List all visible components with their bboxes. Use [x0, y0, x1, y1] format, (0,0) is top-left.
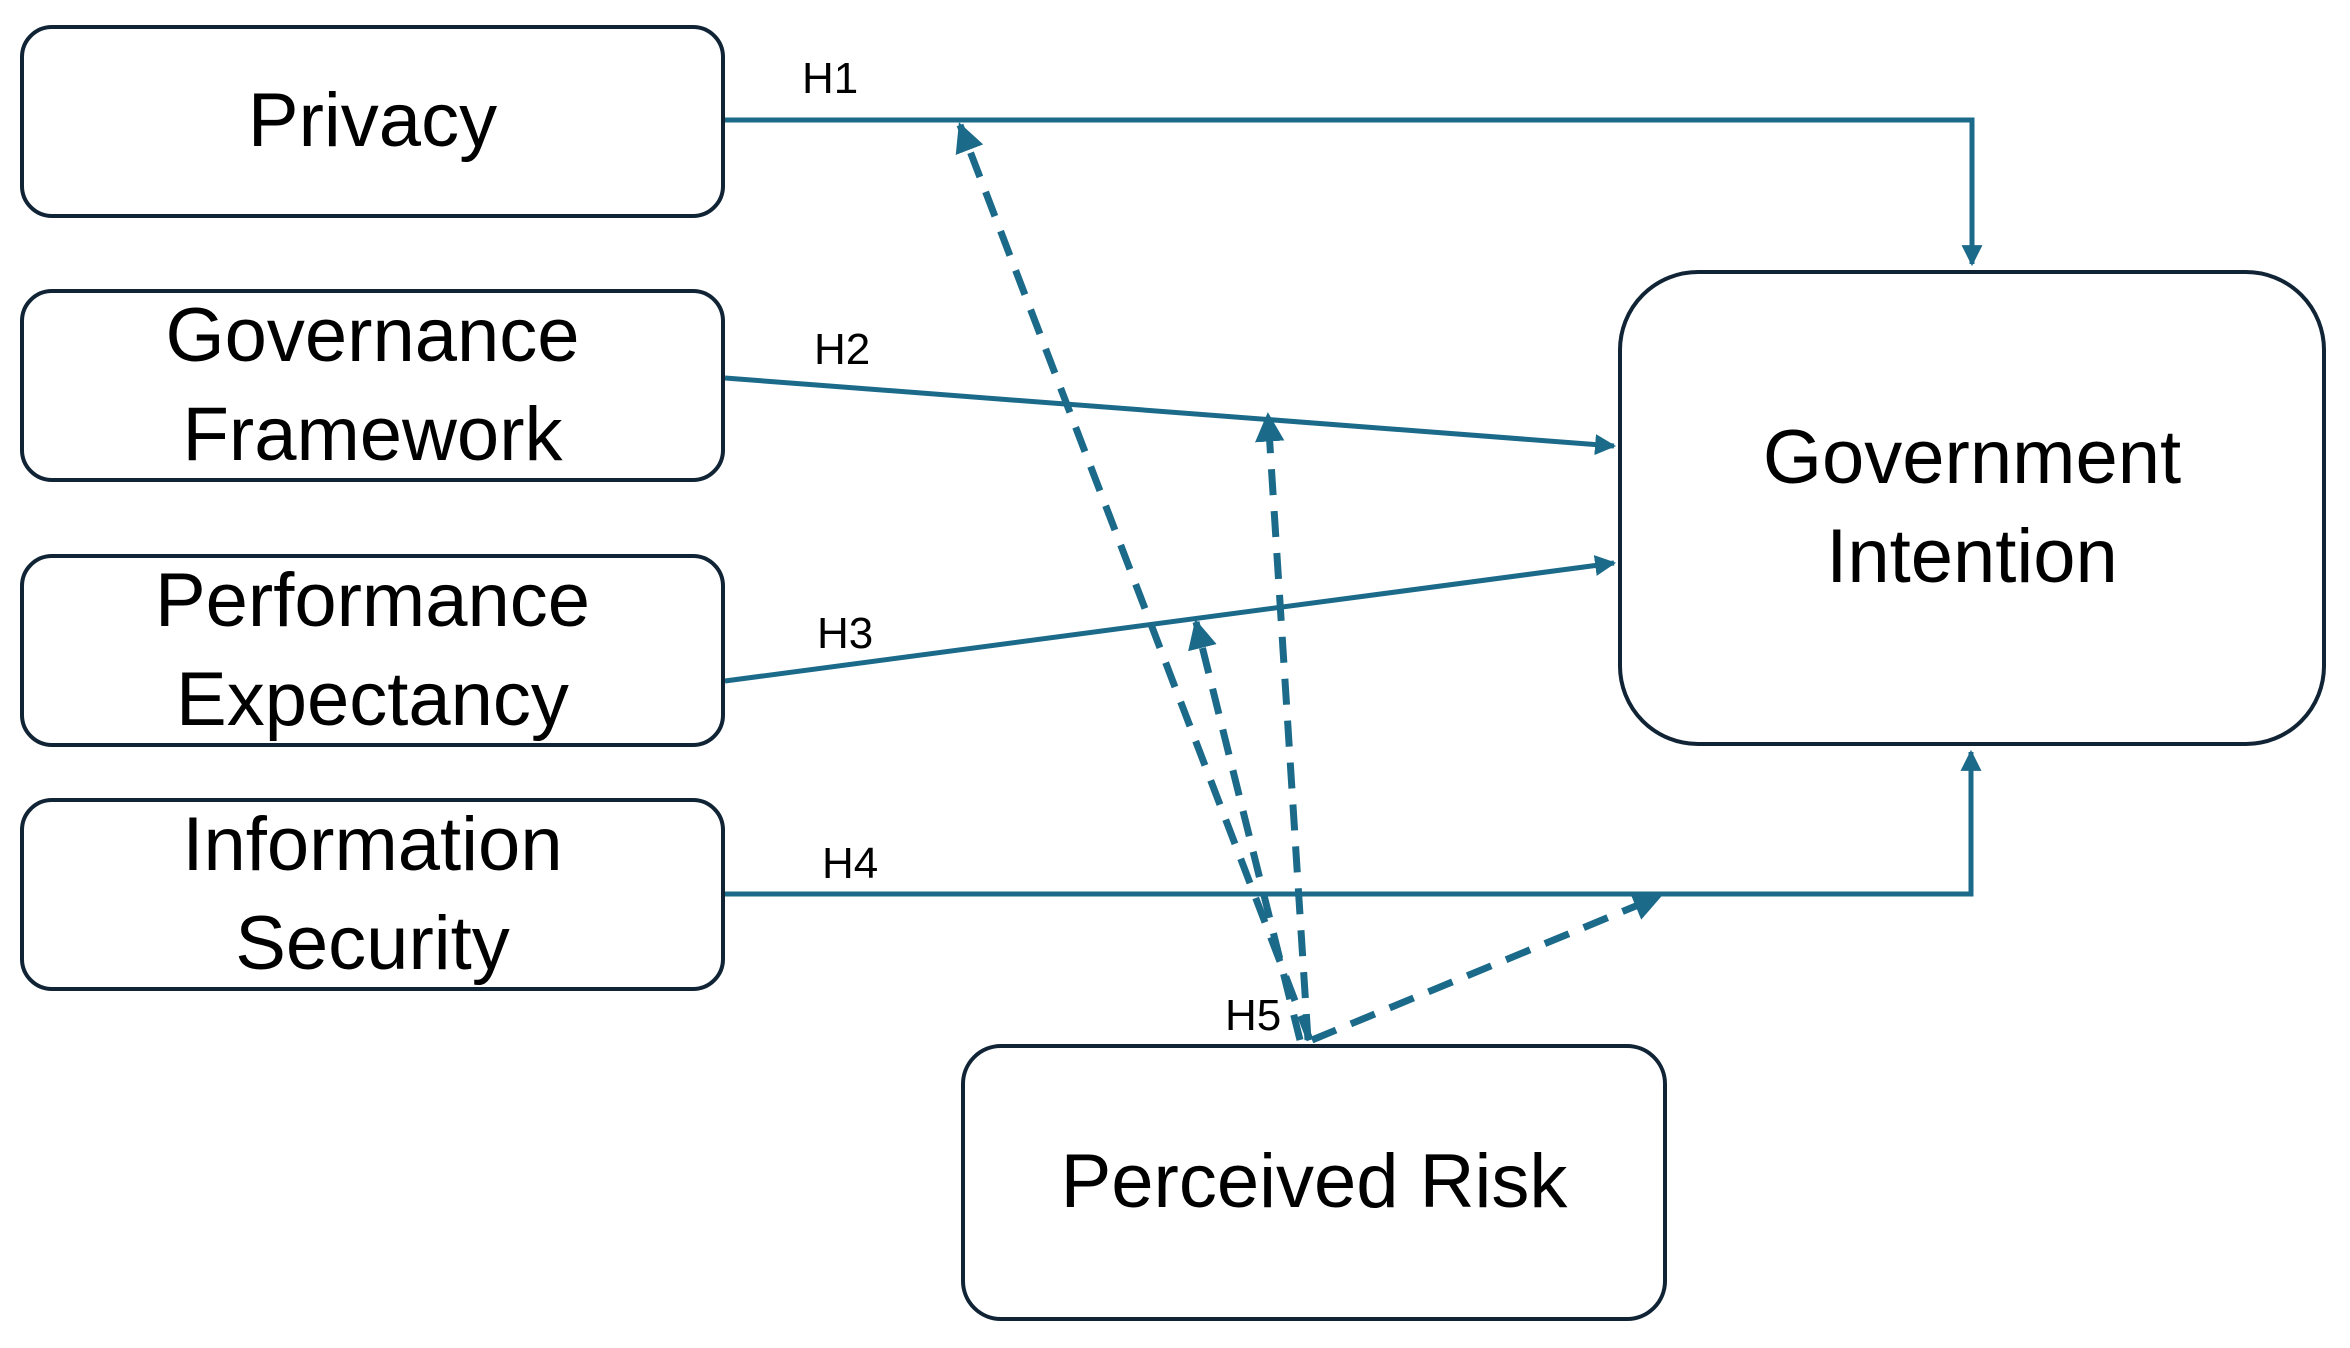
- infosec-label-line2: Security: [235, 900, 510, 986]
- governance-label-line2: Framework: [182, 391, 563, 477]
- information-security-node: Information Security: [20, 798, 725, 991]
- h1-arrow: [725, 117, 1983, 267]
- performance-label-line2: Expectancy: [176, 656, 569, 742]
- h4-arrow: [725, 749, 1982, 897]
- h1-label: H1: [802, 54, 859, 103]
- h5-moderation-to-h3: [1188, 619, 1304, 1041]
- h5-moderation-to-h1: [955, 122, 1314, 1042]
- perceived-risk-node: Perceived Risk: [961, 1044, 1667, 1321]
- privacy-node: Privacy: [20, 25, 725, 218]
- governance-framework-node: Governance Framework: [20, 289, 725, 482]
- h5-moderation-to-h4: [1310, 892, 1663, 1044]
- h3-label: H3: [817, 609, 874, 658]
- governance-label-line1: Governance: [165, 292, 580, 378]
- h5-label: H5: [1225, 991, 1282, 1040]
- performance-expectancy-node: Performance Expectancy: [20, 554, 725, 747]
- perceived-risk-label: Perceived Risk: [1060, 1139, 1568, 1225]
- intention-label-line2: Intention: [1826, 514, 2118, 599]
- h4-label: H4: [822, 839, 879, 888]
- intention-label-line1: Government: [1762, 415, 2182, 501]
- h3-arrow: [724, 555, 1617, 684]
- infosec-label-line1: Information: [182, 801, 563, 887]
- privacy-label: Privacy: [247, 78, 498, 164]
- h5-moderation-to-h2: [1255, 412, 1312, 1041]
- government-intention-node: Government Intention: [1618, 270, 2326, 746]
- performance-label-line1: Performance: [154, 557, 591, 643]
- h2-label: H2: [814, 325, 871, 374]
- h2-arrow: [724, 375, 1617, 456]
